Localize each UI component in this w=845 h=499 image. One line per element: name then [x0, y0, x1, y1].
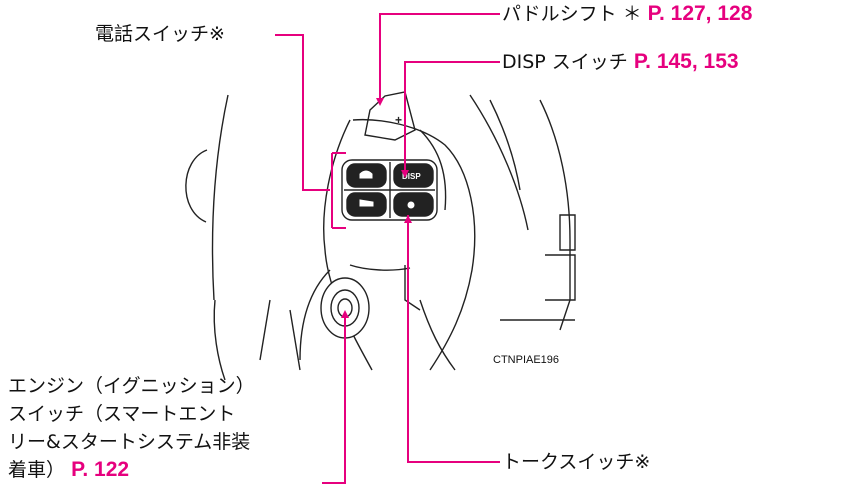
paddle-shifter — [364, 91, 416, 141]
disp-leader — [404, 61, 500, 170]
engine-line-2: スイッチ（スマートエント — [8, 403, 236, 425]
engine-ref[interactable]: P. 122 — [71, 458, 130, 481]
talk-icon — [407, 201, 415, 209]
dash-outline — [211, 94, 229, 301]
phone-hangup-icon — [359, 199, 374, 207]
engine-switch-label: エンジン（イグニッション） スイッチ（スマートエント リー&スタートシステム非装… — [8, 372, 255, 484]
disp-switch-text: DISP スイッチ — [502, 51, 628, 73]
talk-switch-label: トークスイッチ※ — [502, 451, 651, 473]
paddle-plus-label: + — [395, 113, 402, 127]
ignition-switch — [320, 277, 370, 339]
paddle-shift-text: パドルシフト ＊ — [502, 3, 642, 25]
engine-line-4-row: 着車） P. 122 — [8, 456, 255, 484]
switch-pad — [341, 159, 438, 221]
talk-leader — [407, 215, 500, 463]
paddle-shift-label: パドルシフト ＊ P. 127, 128 — [502, 2, 752, 26]
paddle-shift-ref[interactable]: P. 127, 128 — [647, 2, 753, 25]
engine-leader — [322, 318, 346, 484]
wheel-rim-right — [352, 118, 476, 371]
disp-button-label: DISP — [402, 172, 421, 181]
image-code: CTNPIAE196 — [493, 354, 560, 366]
disp-switch-ref[interactable]: P. 145, 153 — [633, 50, 739, 73]
vent-outline — [185, 149, 208, 223]
engine-line-3: リー&スタートシステム非装 — [8, 431, 251, 453]
phone-pickup-icon — [359, 170, 373, 179]
disp-switch-label: DISP スイッチ P. 145, 153 — [502, 50, 739, 74]
paddle-leader — [379, 13, 500, 98]
phone-leader — [275, 34, 330, 191]
phone-switch-label: 電話スイッチ※ — [95, 23, 225, 45]
engine-line-4: 着車） — [8, 459, 66, 481]
engine-line-1: エンジン（イグニッション） — [8, 375, 255, 397]
disp-button[interactable] — [393, 163, 434, 188]
